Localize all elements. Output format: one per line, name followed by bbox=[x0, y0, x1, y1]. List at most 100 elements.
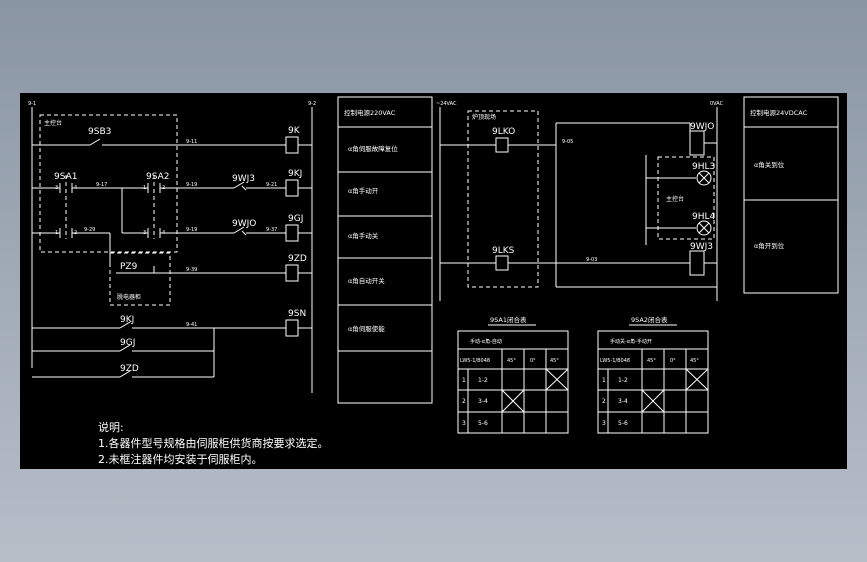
table-mark bbox=[641, 389, 665, 413]
table-cell: 1-2 bbox=[618, 377, 628, 384]
node-label: 9-17 bbox=[96, 182, 107, 188]
table-cell: 3-4 bbox=[618, 398, 628, 405]
table-cell: 45° bbox=[550, 358, 559, 364]
left-legend: 控制电源220VAC α角伺服故障复位 α角手动开 α角手动关 α角自动开关 α… bbox=[337, 96, 433, 404]
contact-9wjo-label: 9WJO bbox=[232, 219, 256, 229]
pin-label: 3 bbox=[55, 185, 58, 191]
table-cell: 5-6 bbox=[618, 420, 628, 427]
right-console-label: 主控台 bbox=[666, 195, 684, 203]
table-cell: 45° bbox=[507, 358, 516, 364]
table-mark bbox=[545, 368, 569, 391]
node-label: 9-11 bbox=[186, 139, 197, 145]
legend-left-row: α角手动开 bbox=[348, 186, 379, 195]
left-circuit: 9-1 9-2 主控台 9SB3 9-11 9K 9SA1 3 4 1 2 9-… bbox=[28, 101, 316, 393]
legend-left-header: 控制电源220VAC bbox=[344, 108, 396, 117]
pin-label: 1 bbox=[143, 185, 146, 191]
legend-left-row: α角自动开关 bbox=[348, 276, 385, 285]
table-cell: 3 bbox=[602, 420, 606, 427]
node-label: 9-37 bbox=[266, 227, 277, 233]
console-label: 主控台 bbox=[44, 119, 62, 127]
coil-9kj-label: 9KJ bbox=[288, 169, 302, 179]
switch-9sa2-label: 9SA2 bbox=[146, 172, 170, 182]
limit-9lks bbox=[495, 255, 509, 271]
right-rail-right-label: 0VAC bbox=[710, 101, 724, 107]
pz9-label: PZ9 bbox=[120, 262, 138, 272]
table-9sa1: 9SA1闭合表 手动-α角-自动 LW5-1/B048 45° 0° 45° 1… bbox=[457, 315, 569, 434]
table-cell: 0° bbox=[670, 358, 676, 364]
pin-label: 1 bbox=[55, 230, 58, 236]
relay-9wj3 bbox=[689, 250, 705, 276]
node-label: 9-03 bbox=[586, 257, 597, 263]
coil-9gj bbox=[285, 224, 299, 242]
notes-title: 说明: bbox=[98, 420, 124, 434]
coil-9gj-label: 9GJ bbox=[288, 214, 303, 224]
coil-9zd-label: 9ZD bbox=[288, 254, 307, 264]
coil-9sn-label: 9SN bbox=[288, 309, 306, 319]
relay-9wjo-label: 9WJO bbox=[690, 122, 714, 132]
table1-model: LW5-1/B048 bbox=[460, 358, 490, 364]
table-cell: 2 bbox=[602, 398, 606, 405]
lamp-9hl4-icon bbox=[696, 220, 712, 236]
lamp-9hl4-label: 9HL4 bbox=[692, 212, 716, 222]
table-cell: 5-6 bbox=[478, 420, 488, 427]
table-mark bbox=[501, 389, 525, 413]
legend-right-header: 控制电源24VDCAC bbox=[750, 108, 808, 117]
limit-9lko bbox=[495, 137, 509, 153]
legend-right-row: α角关到位 bbox=[754, 160, 785, 169]
notes-line-1: 1.各器件型号规格由伺服柜供货商按要求选定。 bbox=[98, 436, 329, 450]
contact-9wj3-label: 9WJ3 bbox=[232, 174, 255, 184]
node-label: 9-05 bbox=[562, 139, 573, 145]
table-cell: 1 bbox=[602, 377, 606, 384]
lamp-9hl3-icon bbox=[696, 170, 712, 186]
table2-subtitle: 手动关-α角-手动开 bbox=[610, 338, 652, 345]
table1-title: 9SA1闭合表 bbox=[490, 315, 527, 324]
switch-9sb3-label: 9SB3 bbox=[88, 127, 111, 137]
legend-left-row: α角手动关 bbox=[348, 231, 379, 240]
node-label: 9-39 bbox=[186, 267, 197, 273]
table2-title: 9SA2闭合表 bbox=[631, 315, 668, 324]
schematic-canvas: 9-1 9-2 主控台 9SB3 9-11 9K 9SA1 3 4 1 2 9-… bbox=[20, 93, 847, 469]
rail-right-label: 9-2 bbox=[308, 101, 316, 107]
legend-left-row: α角伺服故障复位 bbox=[348, 144, 398, 153]
relay-9wj3-label: 9WJ3 bbox=[690, 242, 713, 252]
contact-9gj-label: 9GJ bbox=[120, 338, 135, 348]
notes-line-2: 2.未框注器件均安装于伺服柜内。 bbox=[98, 452, 263, 466]
table-mark bbox=[685, 368, 709, 391]
lamp-9hl3-label: 9HL3 bbox=[692, 162, 715, 172]
node-label: 9-29 bbox=[84, 227, 95, 233]
legend-right-row: α角开到位 bbox=[754, 241, 785, 250]
table-cell: 2 bbox=[462, 398, 466, 405]
right-circuit: ~24VAC 0VAC 炉顶现场 9LKO 9-05 9WJO 主控台 9HL3… bbox=[436, 101, 724, 301]
coil-9k bbox=[285, 136, 299, 154]
node-label: 9-21 bbox=[266, 182, 277, 188]
table-cell: 1 bbox=[462, 377, 466, 384]
schematic-drawing: 9-1 9-2 主控台 9SB3 9-11 9K 9SA1 3 4 1 2 9-… bbox=[28, 96, 839, 466]
table-cell: 3-4 bbox=[478, 398, 488, 405]
legend-left-row: α角伺服使能 bbox=[348, 324, 385, 333]
node-label: 9-41 bbox=[186, 322, 197, 328]
table-cell: 0° bbox=[530, 358, 536, 364]
limit-box-label: 炉顶现场 bbox=[472, 113, 496, 121]
table-cell: 45° bbox=[690, 358, 699, 364]
coil-9k-label: 9K bbox=[288, 126, 301, 136]
table1-subtitle: 手动-α角-自动 bbox=[470, 338, 502, 345]
right-legend: 控制电源24VDCAC α角关到位 α角开到位 bbox=[743, 96, 839, 294]
limit-9lks-label: 9LKS bbox=[492, 246, 515, 256]
coil-9sn bbox=[285, 319, 299, 337]
table-cell: 45° bbox=[647, 358, 656, 364]
coil-9zd bbox=[285, 264, 299, 282]
table2-model: LW5-1/B048 bbox=[600, 358, 630, 364]
notes: 说明: 1.各器件型号规格由伺服柜供货商按要求选定。 2.未框注器件均安装于伺服… bbox=[98, 420, 329, 466]
panel-label: 脱电器柜 bbox=[117, 293, 141, 301]
node-label: 9-19 bbox=[186, 182, 197, 188]
table-cell: 1-2 bbox=[478, 377, 488, 384]
table-cell: 3 bbox=[462, 420, 466, 427]
limit-9lko-label: 9LKO bbox=[492, 127, 515, 137]
coil-9kj bbox=[285, 179, 299, 197]
pin-label: 3 bbox=[143, 230, 146, 236]
right-rail-left-label: ~24VAC bbox=[436, 101, 457, 107]
rail-left-label: 9-1 bbox=[28, 101, 36, 107]
relay-9wjo bbox=[689, 130, 705, 156]
table-9sa2: 9SA2闭合表 手动关-α角-手动开 LW5-1/B048 45° 0° 45°… bbox=[597, 315, 709, 434]
node-label: 9-19 bbox=[186, 227, 197, 233]
